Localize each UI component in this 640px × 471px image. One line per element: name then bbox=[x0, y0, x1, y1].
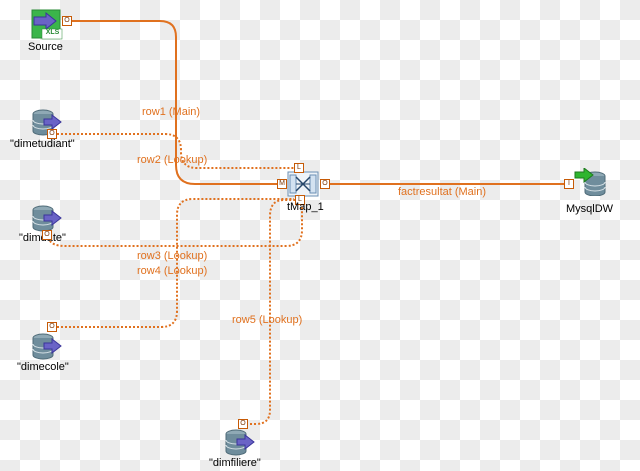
xls-badge: XLS bbox=[45, 29, 60, 36]
dimecole-output-connector[interactable]: O bbox=[47, 322, 57, 332]
flow-row1[interactable] bbox=[72, 20, 281, 185]
mysqldw-component[interactable] bbox=[574, 166, 608, 197]
row4-flow-label[interactable]: row4 (Lookup) bbox=[137, 265, 208, 277]
flow-row4[interactable] bbox=[57, 198, 294, 328]
dimfiliere-output-connector[interactable]: O bbox=[238, 419, 248, 429]
mysqldw-label: MysqlDW bbox=[566, 203, 614, 215]
database-input-icon bbox=[32, 205, 62, 232]
excel-input-icon bbox=[31, 9, 63, 40]
tmap-component[interactable] bbox=[287, 170, 319, 198]
row5-flow-label[interactable]: row5 (Lookup) bbox=[232, 314, 303, 326]
tmap-lookup-connector-bottom[interactable]: L bbox=[295, 195, 305, 205]
database-input-icon bbox=[32, 109, 62, 136]
tmap-output-connector[interactable]: O bbox=[320, 179, 330, 189]
row3-flow-label[interactable]: row3 (Lookup) bbox=[137, 250, 208, 262]
database-input-icon bbox=[225, 429, 255, 456]
dimecole-label: "dimecole" bbox=[17, 361, 69, 373]
dimetudiant-label: "dimetudiant" bbox=[10, 138, 75, 150]
row1-flow-label[interactable]: row1 (Main) bbox=[142, 106, 201, 118]
dimdate-output-connector[interactable]: O bbox=[42, 230, 52, 240]
flow-row3[interactable] bbox=[48, 198, 303, 247]
tmap-icon bbox=[287, 171, 319, 197]
source-label: Source bbox=[28, 41, 63, 53]
tmap-lookup-connector-top[interactable]: L bbox=[294, 163, 304, 173]
dimfiliere-label: "dimfiliere" bbox=[209, 457, 261, 469]
tmap-main-connector[interactable]: M bbox=[277, 179, 287, 189]
dimetudiant-output-connector[interactable]: O bbox=[47, 129, 57, 139]
flow-row5[interactable] bbox=[246, 199, 297, 425]
dimecole-component[interactable] bbox=[30, 333, 64, 361]
source-output-connector[interactable]: O bbox=[62, 16, 72, 26]
dimfiliere-component[interactable] bbox=[223, 429, 257, 457]
mysqldw-input-connector[interactable]: I bbox=[564, 179, 574, 189]
database-output-icon bbox=[574, 166, 606, 197]
factresultat-flow-label[interactable]: factresultat (Main) bbox=[398, 186, 487, 198]
dimdate-component[interactable] bbox=[30, 205, 64, 233]
tmap-label: tMap_1 bbox=[287, 201, 324, 213]
source-component[interactable]: XLS bbox=[30, 8, 64, 40]
database-input-icon bbox=[32, 333, 62, 360]
row2-flow-label[interactable]: row2 (Lookup) bbox=[137, 154, 208, 166]
dimetudiant-component[interactable] bbox=[30, 109, 64, 137]
